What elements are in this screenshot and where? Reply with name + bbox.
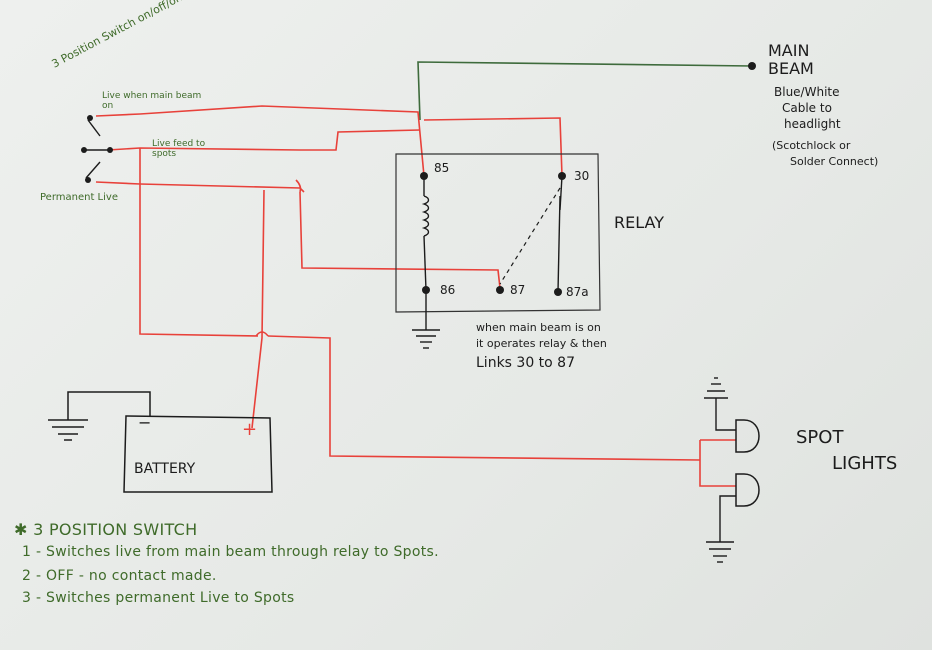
battery-label: BATTERY [134,461,196,477]
relay-switch-contact [499,187,561,285]
relay-pin-30-label: 30 [574,169,590,183]
wire-switch-to-85 [95,105,425,177]
relay-pin-87-dot [496,286,504,294]
relay-pin-87-label: 87 [510,283,526,297]
main-beam-title: MAIN BEAM [768,41,814,79]
relay-pin-30-dot [558,172,566,180]
relay-note-line-3: Links 30 to 87 [476,355,575,371]
main-beam-desc-5: Solder Connect) [790,155,879,168]
relay-coil [421,175,563,293]
switch-live-feed-label: Live feed to spots [152,139,206,159]
relay-note-line-1: when main beam is on [476,321,601,334]
relay-ground-icon [412,290,440,349]
battery-icon [123,415,273,493]
spot-ground-top-icon [704,377,736,431]
notes-item-2: 2 - OFF - no contact made. [22,568,217,584]
switch-terminal-common [107,147,113,153]
red-wires [95,105,736,487]
switch-live-main-beam-label: Live when main beam on [102,91,202,111]
wire-bus-to-spots [267,335,701,461]
notes-item-1: 1 - Switches live from main beam through… [22,544,439,560]
wire-switch-feed [107,129,421,151]
main-beam-desc-1: Blue/White [774,85,840,99]
switch-terminal-3 [85,177,91,183]
notes-heading: ✱ 3 POSITION SWITCH [14,520,198,539]
relay-title: RELAY [614,213,664,232]
relay-box [395,153,601,313]
switch-terminal-1 [87,115,93,121]
wire-permanent-live [95,181,305,193]
spot-ground-bottom-icon [706,495,736,563]
wire-to-relay-87 [299,191,501,289]
battery-plus-label: + [242,419,258,440]
spot-lights-line-2: LIGHTS [832,453,898,474]
wire-85-to-30 [423,117,563,177]
spot-lights-line-1: SPOT [796,427,844,448]
main-beam-connection-dot [748,62,756,70]
relay-pin-87a-dot [554,288,562,296]
spot-light-1-icon [735,419,760,453]
relay-pin-85-label: 85 [434,161,450,175]
relay-pin-85-dot [420,172,428,180]
main-beam-desc-2: Cable to [782,101,832,115]
wire-left-bus [139,148,259,337]
switch-terminal-2 [81,147,87,153]
battery-ground-icon [48,391,151,441]
relay-note-line-2: it operates relay & then [476,337,607,350]
relay-pin-87a-label: 87a [566,285,589,299]
main-beam-wire [417,61,753,121]
main-beam-desc-4: (Scotchlock or [772,139,851,152]
switch-permanent-live-label: Permanent Live [40,192,118,203]
relay-pin-86-label: 86 [440,283,456,297]
main-beam-desc-3: headlight [784,117,841,131]
wire-battery-positive [251,189,265,429]
battery-minus-label: − [138,413,152,432]
notes-item-3: 3 - Switches permanent Live to Spots [22,590,295,606]
spot-light-2-icon [735,473,760,507]
